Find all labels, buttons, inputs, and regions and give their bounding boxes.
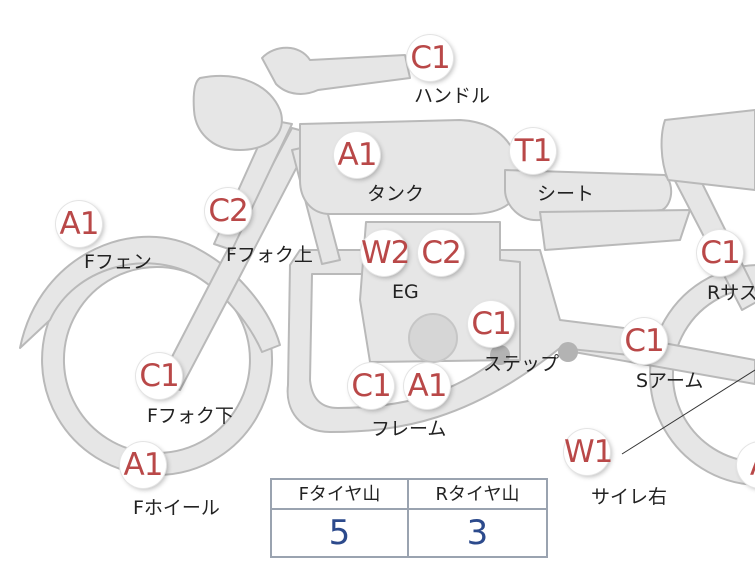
mark-handle: C1: [407, 35, 453, 81]
label-side-right: サイレ右: [591, 486, 668, 508]
table-value-rear-tire: 3: [466, 513, 489, 553]
label-step: ステップ: [483, 353, 560, 375]
label-swing-arm: Sアーム: [636, 370, 704, 392]
rear-wheel-part: [649, 264, 755, 486]
mark-step: C1: [468, 301, 514, 347]
mark-rear-right-partial: A: [737, 442, 755, 488]
tire-tread-table: Fタイヤ山 Rタイヤ山 5 3: [270, 478, 548, 558]
table-header-rear-tire: Rタイヤ山: [409, 480, 546, 510]
mark-front-fender: A1: [56, 201, 102, 247]
mark-rear-sus: C1: [697, 230, 743, 276]
label-front-wheel: Fホイール: [133, 497, 220, 519]
mark-tank: A1: [334, 132, 380, 178]
headlight-part: [192, 74, 283, 151]
leader-line: [621, 369, 755, 455]
engine-cover-part: [408, 313, 458, 363]
mark-front-fork-lower: C1: [136, 353, 182, 399]
label-rear-sus: Rサス: [707, 282, 755, 304]
label-front-fork-lower: Fフォク下: [147, 405, 234, 427]
tail-part: [660, 109, 755, 191]
mark-front-wheel: A1: [120, 442, 166, 488]
mark-seat: T1: [510, 128, 556, 174]
label-fork-upper: Fフォク上: [226, 244, 313, 266]
mark-engine-c: C2: [418, 230, 464, 276]
mark-side-right: W1: [564, 429, 613, 475]
mark-frame-a: A1: [404, 363, 450, 409]
mark-engine-w: W2: [361, 230, 410, 276]
step-peg-part: [558, 342, 578, 362]
step-peg-part: [490, 345, 510, 365]
label-tank: タンク: [367, 183, 425, 205]
label-engine: EG: [392, 281, 419, 303]
seat-lower-part: [539, 209, 691, 251]
handlebar-part: [261, 46, 411, 95]
label-handle: ハンドル: [414, 85, 491, 107]
label-frame: フレーム: [371, 418, 447, 440]
label-front-fender: Fフェン: [84, 251, 152, 273]
mark-frame-c: C1: [348, 363, 394, 409]
label-seat: シート: [537, 183, 595, 205]
mark-swing-arm: C1: [621, 318, 667, 364]
front-fender-part: [19, 235, 281, 353]
mark-fork-upper: C2: [205, 188, 251, 234]
table-value-front-tire: 5: [272, 510, 409, 556]
table-header-front-tire: Fタイヤ山: [272, 480, 409, 510]
